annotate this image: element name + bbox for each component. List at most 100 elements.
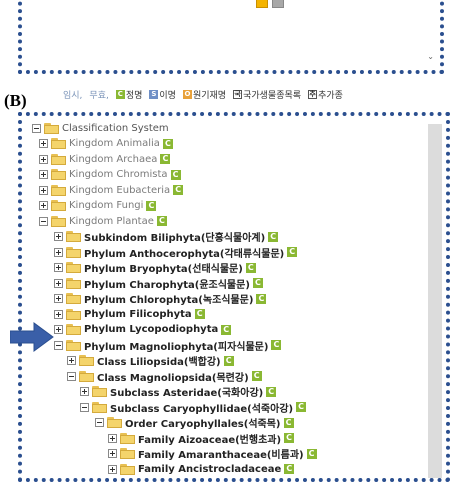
expand-icon[interactable] [39, 170, 48, 179]
tree-node-label[interactable]: Phylum Filicophyta [84, 309, 192, 320]
folder-icon [107, 417, 122, 428]
synonym-badge-icon: S [149, 90, 158, 99]
tree-node-label[interactable]: Kingdom Eubacteria [69, 185, 170, 196]
gray-swatch[interactable] [272, 0, 284, 8]
folder-icon [51, 185, 66, 196]
tree-node[interactable]: Family BasellaceaeC [108, 476, 258, 482]
original-badge-icon: O [183, 90, 192, 99]
tree-node-label[interactable]: Phylum Charophyta(윤조식물문) [84, 276, 250, 291]
scroll-down-icon[interactable]: ⌄ [427, 52, 434, 61]
accepted-name-badge-icon: C [173, 185, 183, 195]
accepted-name-badge-icon: C [252, 371, 262, 381]
tree-node-label[interactable]: Phylum Lycopodiophyta [84, 324, 218, 335]
accepted-name-badge-icon: C [224, 356, 234, 366]
expand-icon[interactable] [54, 263, 63, 272]
expand-icon[interactable] [108, 434, 117, 443]
yellow-swatch[interactable] [256, 0, 268, 8]
tree-node-label[interactable]: Class Liliopsida(백합강) [97, 353, 221, 368]
expand-icon[interactable] [39, 155, 48, 164]
legend-bar: 임시, 무효, C 정명 S 이명 O 원기재명 국 국가생물종목록 추 추가종 [63, 88, 343, 101]
national-badge-icon: 국 [233, 90, 242, 99]
tree-node-label[interactable]: Family Aizoaceae(번행초과) [138, 431, 281, 446]
tree-node-label[interactable]: Family Ancistrocladaceae [138, 464, 281, 475]
tree-node-label[interactable]: Kingdom Plantae [69, 216, 154, 227]
folder-icon [120, 464, 135, 475]
accepted-name-badge-icon: C [157, 216, 167, 226]
tree-node-label[interactable]: Phylum Anthocerophyta(각태류식물문) [84, 245, 284, 260]
tree-node-label[interactable]: Subkindom Biliphyta(단홍식물아계) [84, 229, 265, 244]
expand-icon[interactable] [54, 310, 63, 319]
tree-node-label[interactable]: Kingdom Fungi [69, 200, 143, 211]
tree-node-label[interactable]: Phylum Bryophyta(선태식물문) [84, 260, 243, 275]
tree-node-label[interactable]: Family Amaranthaceae(비름과) [138, 446, 304, 461]
tree-node-label[interactable]: Order Caryophyllales(석죽목) [125, 415, 281, 430]
legend-temp: 임시, [63, 88, 82, 101]
accepted-name-badge-icon: C [163, 139, 173, 149]
expand-icon[interactable] [108, 465, 117, 474]
accepted-name-badge-icon: C [160, 154, 170, 164]
expand-icon[interactable] [54, 248, 63, 257]
expand-icon[interactable] [54, 294, 63, 303]
accepted-name-badge-icon: C [296, 402, 306, 412]
folder-icon [66, 247, 81, 258]
collapse-icon[interactable] [80, 403, 89, 412]
folder-icon [66, 262, 81, 273]
folder-icon [92, 386, 107, 397]
tree-node-label[interactable]: Class Magnoliopsida(목련강) [97, 369, 249, 384]
accepted-name-badge-icon: C [284, 464, 294, 474]
folder-icon [51, 138, 66, 149]
tree-node-label[interactable]: Classification System [62, 123, 169, 134]
legend-added: 추 추가종 [308, 88, 343, 101]
expand-icon[interactable] [54, 325, 63, 334]
expand-icon[interactable] [54, 279, 63, 288]
accepted-name-badge-icon: C [266, 387, 276, 397]
legend-national: 국 국가생물종목록 [233, 88, 301, 101]
tree-node-label[interactable]: Subclass Asteridae(국화아강) [110, 384, 263, 399]
folder-icon [66, 324, 81, 335]
collapse-icon[interactable] [67, 372, 76, 381]
tree-node-label[interactable]: Kingdom Chromista [69, 169, 168, 180]
tree-node-label[interactable]: Phylum Magnoliophyta(피자식물문) [84, 338, 268, 353]
folder-icon [66, 309, 81, 320]
tree-node-label[interactable]: Subclass Caryophyllidae(석죽아강) [110, 400, 293, 415]
expand-icon[interactable] [39, 139, 48, 148]
collapse-icon[interactable] [54, 341, 63, 350]
tree-node-label[interactable]: Phylum Chlorophyta(녹조식물문) [84, 291, 253, 306]
accepted-name-badge-icon: C [284, 418, 294, 428]
collapse-icon[interactable] [39, 217, 48, 226]
accepted-name-badge-icon: C [271, 340, 281, 350]
accepted-name-badge-icon: C [146, 201, 156, 211]
pointer-arrow-icon [10, 322, 54, 352]
folder-icon [51, 169, 66, 180]
expand-icon[interactable] [67, 356, 76, 365]
folder-icon [51, 154, 66, 165]
accepted-name-badge-icon: C [284, 433, 294, 443]
folder-icon [51, 200, 66, 211]
vertical-scrollbar[interactable] [428, 124, 442, 482]
expand-icon[interactable] [39, 201, 48, 210]
tree-node-label[interactable]: Kingdom Animalia [69, 138, 160, 149]
accepted-name-badge-icon: C [221, 325, 231, 335]
collapse-icon[interactable] [32, 124, 41, 133]
accepted-name-badge-icon: C [246, 263, 256, 273]
panel-a-frame: ⌄ [18, 0, 444, 74]
collapse-icon[interactable] [95, 418, 104, 427]
accepted-name-badge-icon: C [256, 294, 266, 304]
folder-icon [120, 448, 135, 459]
legend-synonym: S 이명 [149, 88, 176, 101]
expand-icon[interactable] [54, 232, 63, 241]
folder-icon [51, 216, 66, 227]
accepted-badge-icon: C [116, 90, 125, 99]
panel-label: (B) [4, 91, 27, 111]
expand-icon[interactable] [80, 387, 89, 396]
folder-icon [66, 231, 81, 242]
legend-original: O 원기재명 [183, 88, 226, 101]
legend-none: 무효, [89, 88, 108, 101]
accepted-name-badge-icon: C [171, 170, 181, 180]
accepted-name-badge-icon: C [253, 278, 263, 288]
legend-accepted: C 정명 [116, 88, 143, 101]
expand-icon[interactable] [108, 449, 117, 458]
tree-node-label[interactable]: Kingdom Archaea [69, 154, 157, 165]
expand-icon[interactable] [39, 186, 48, 195]
accepted-name-badge-icon: C [287, 247, 297, 257]
